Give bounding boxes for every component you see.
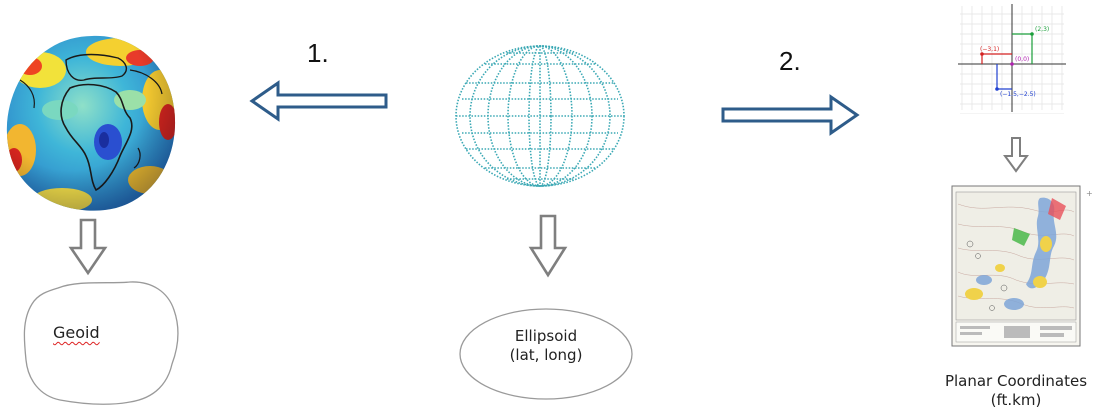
ellipsoid-oval <box>459 308 633 400</box>
arrow-down-to-geoid <box>68 218 108 276</box>
cartesian-plane-image: (2,3) (−3,1) (0,0) (−1.5,−2.5) <box>956 2 1068 114</box>
cartesian-point-1 <box>980 52 984 56</box>
ellipsoid-label: Ellipsoid (lat, long) <box>458 327 634 365</box>
cartesian-point-label-3: (−1.5,−2.5) <box>1000 91 1036 98</box>
svg-text:+: + <box>1086 189 1093 198</box>
ellipsoid-label-line1: Ellipsoid <box>514 327 578 345</box>
cartesian-point-label-0: (2,3) <box>1035 26 1049 33</box>
cartesian-point-2 <box>1010 62 1014 66</box>
planar-coordinates-label: Planar Coordinates (ft.km) <box>928 372 1104 410</box>
geoid-globe-image <box>6 35 176 211</box>
ellipsoid-label-line2: (lat, long) <box>509 345 583 364</box>
arrow-down-to-map <box>1003 137 1029 173</box>
cartesian-point-label-2: (0,0) <box>1015 56 1029 63</box>
ellipsoid-wireframe-image <box>455 45 625 187</box>
cartesian-point-3 <box>995 87 999 91</box>
planar-map-image: + <box>951 185 1093 347</box>
arrow-right-to-planar <box>721 94 860 136</box>
geoid-label: Geoid <box>53 323 100 342</box>
step-2-label: 2. <box>779 46 801 76</box>
geoid-shape <box>23 281 179 405</box>
arrow-left-to-geoid <box>249 80 388 122</box>
planar-label-line2: (ft.km) <box>990 390 1042 409</box>
cartesian-point-label-1: (−3,1) <box>980 46 999 53</box>
cartesian-point-0 <box>1030 32 1034 36</box>
planar-label-line1: Planar Coordinates <box>944 372 1088 390</box>
arrow-down-to-ellipsoid-label <box>528 214 568 278</box>
step-1-label: 1. <box>307 38 329 68</box>
